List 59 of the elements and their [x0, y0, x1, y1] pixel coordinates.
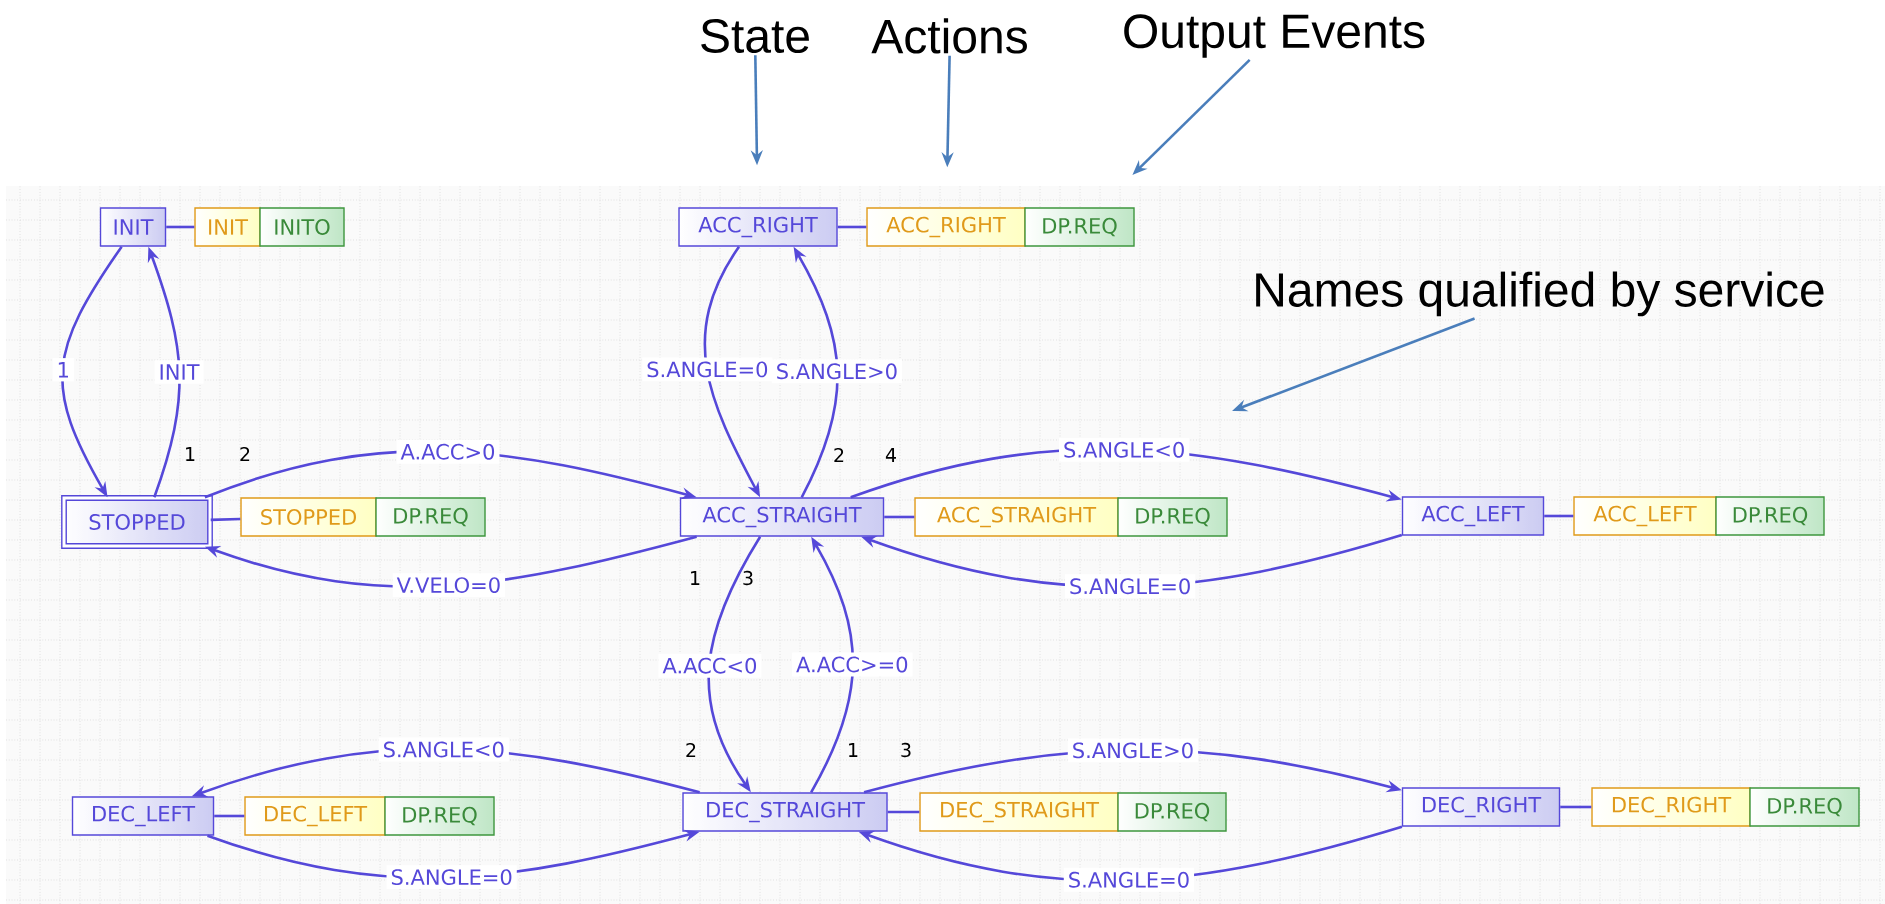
priority-number: 2	[834, 447, 844, 463]
annotation-text: State	[701, 19, 809, 53]
event-box: DP.REQ	[1117, 497, 1228, 537]
action-box: INIT	[194, 207, 261, 247]
priority-number: 2	[686, 742, 696, 758]
edge-label: S.ANGLE=0	[1065, 574, 1196, 599]
action-box: ACC_STRAIGHT	[914, 497, 1119, 537]
state-box: ACC_RIGHT	[678, 207, 838, 247]
annotation-text: Output Events	[1124, 14, 1425, 58]
event-box: DP.REQ	[1024, 207, 1135, 247]
priority-number: 4	[885, 448, 896, 462]
edge-label: V.VELO=0	[392, 573, 506, 597]
priority-number: 3	[901, 742, 911, 758]
connector-line	[884, 515, 915, 519]
state-box: DEC_RIGHT	[1401, 787, 1561, 827]
action-box: DEC_STRAIGHT	[919, 792, 1119, 832]
state-box: ACC_STRAIGHT	[679, 497, 885, 537]
connector-line	[1560, 805, 1592, 809]
priority-number: 2	[240, 446, 250, 462]
edge-label: INIT	[154, 360, 204, 384]
action-box: STOPPED	[240, 497, 377, 537]
connector-line	[214, 814, 245, 818]
event-box: DP.REQ	[384, 796, 495, 836]
edge-label: A.ACC<0	[658, 653, 762, 678]
priority-number: 1	[691, 571, 700, 585]
state-box: DEC_STRAIGHT	[682, 792, 888, 832]
edge-label: S.ANGLE>0	[771, 359, 902, 384]
action-box: DEC_RIGHT	[1591, 787, 1751, 827]
state-box: ACC_LEFT	[1401, 496, 1545, 536]
action-box: ACC_RIGHT	[866, 207, 1026, 247]
state-box: INIT	[99, 207, 167, 247]
annotation-text: Actions	[871, 18, 1027, 54]
priority-number: 1	[186, 447, 195, 461]
edge-label: S.ANGLE>0	[1067, 738, 1199, 763]
event-box: DP.REQ	[1749, 787, 1860, 827]
initial-state-box: STOPPED	[61, 495, 213, 549]
action-box: DEC_LEFT	[244, 796, 386, 836]
edge-label: S.ANGLE=0	[642, 357, 773, 382]
edge-label: A.ACC>=0	[792, 652, 913, 677]
event-box: DP.REQ	[375, 497, 486, 537]
connector-line	[837, 225, 867, 229]
connector-line	[166, 225, 195, 229]
annotation-text: Names qualified by service	[1256, 271, 1824, 317]
event-box: DP.REQ	[1117, 792, 1227, 832]
event-box: INITO	[259, 207, 345, 247]
edge-label: S.ANGLE=0	[386, 865, 517, 890]
edge-label: 1	[52, 358, 74, 382]
state-box: DEC_LEFT	[71, 796, 215, 836]
connector-line	[1544, 514, 1574, 518]
edge-label: S.ANGLE<0	[1059, 437, 1190, 462]
priority-number: 3	[743, 570, 753, 586]
edge-label: S.ANGLE=0	[1063, 867, 1195, 892]
edge-label: S.ANGLE<0	[378, 737, 509, 762]
priority-number: 1	[849, 743, 858, 757]
action-box: ACC_LEFT	[1573, 496, 1717, 536]
connector-line	[210, 517, 241, 522]
event-box: DP.REQ	[1715, 496, 1825, 536]
edge-label: A.ACC>0	[396, 439, 500, 464]
connector-line	[887, 810, 920, 814]
